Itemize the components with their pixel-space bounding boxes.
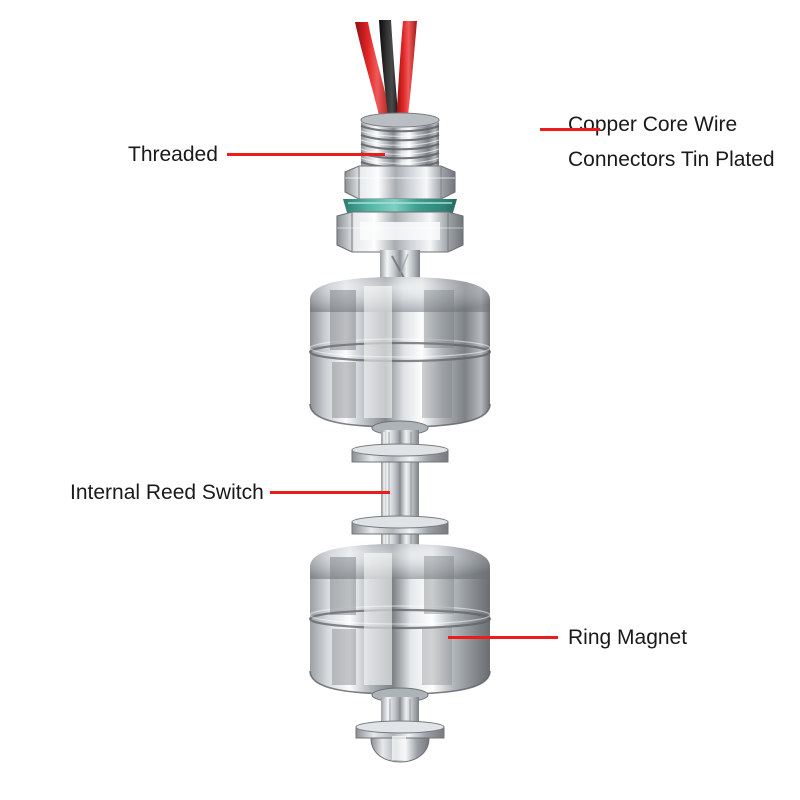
leader-line-copper-core-wire: [540, 128, 600, 131]
leader-line-threaded: [227, 153, 385, 156]
upper-hex-nut: [344, 165, 456, 200]
bottom-cap: [370, 736, 430, 763]
upper-float-seam: [308, 341, 492, 363]
wire-red-left: [355, 22, 392, 124]
lower-float-seam: [308, 608, 492, 630]
wire-black-center: [379, 20, 399, 124]
label-threaded: Threaded: [128, 143, 218, 166]
label-internal-reed-switch: Internal Reed Switch: [70, 481, 264, 504]
center-stem: [351, 420, 449, 546]
bottom-stem: [355, 687, 445, 763]
lower-float: [308, 544, 492, 695]
wire-red-right: [396, 21, 417, 124]
collar-lower: [351, 515, 449, 535]
leader-line-ring-magnet: [448, 636, 558, 639]
thread-ridges: [360, 125, 440, 169]
lower-hex-nut: [336, 211, 464, 253]
collar-upper: [351, 443, 449, 463]
label-ring-magnet: Ring Magnet: [568, 626, 688, 649]
upper-float: [308, 277, 492, 428]
label-copper-core-wire-line2: Connectors Tin Plated: [568, 148, 775, 171]
threaded-rod: [360, 112, 440, 172]
label-copper-core-wire-line1: Copper Core Wire: [568, 113, 738, 136]
wire-leads: [355, 20, 417, 124]
bottom-collar: [355, 720, 445, 739]
leader-line-internal-reed-switch: [270, 491, 390, 494]
